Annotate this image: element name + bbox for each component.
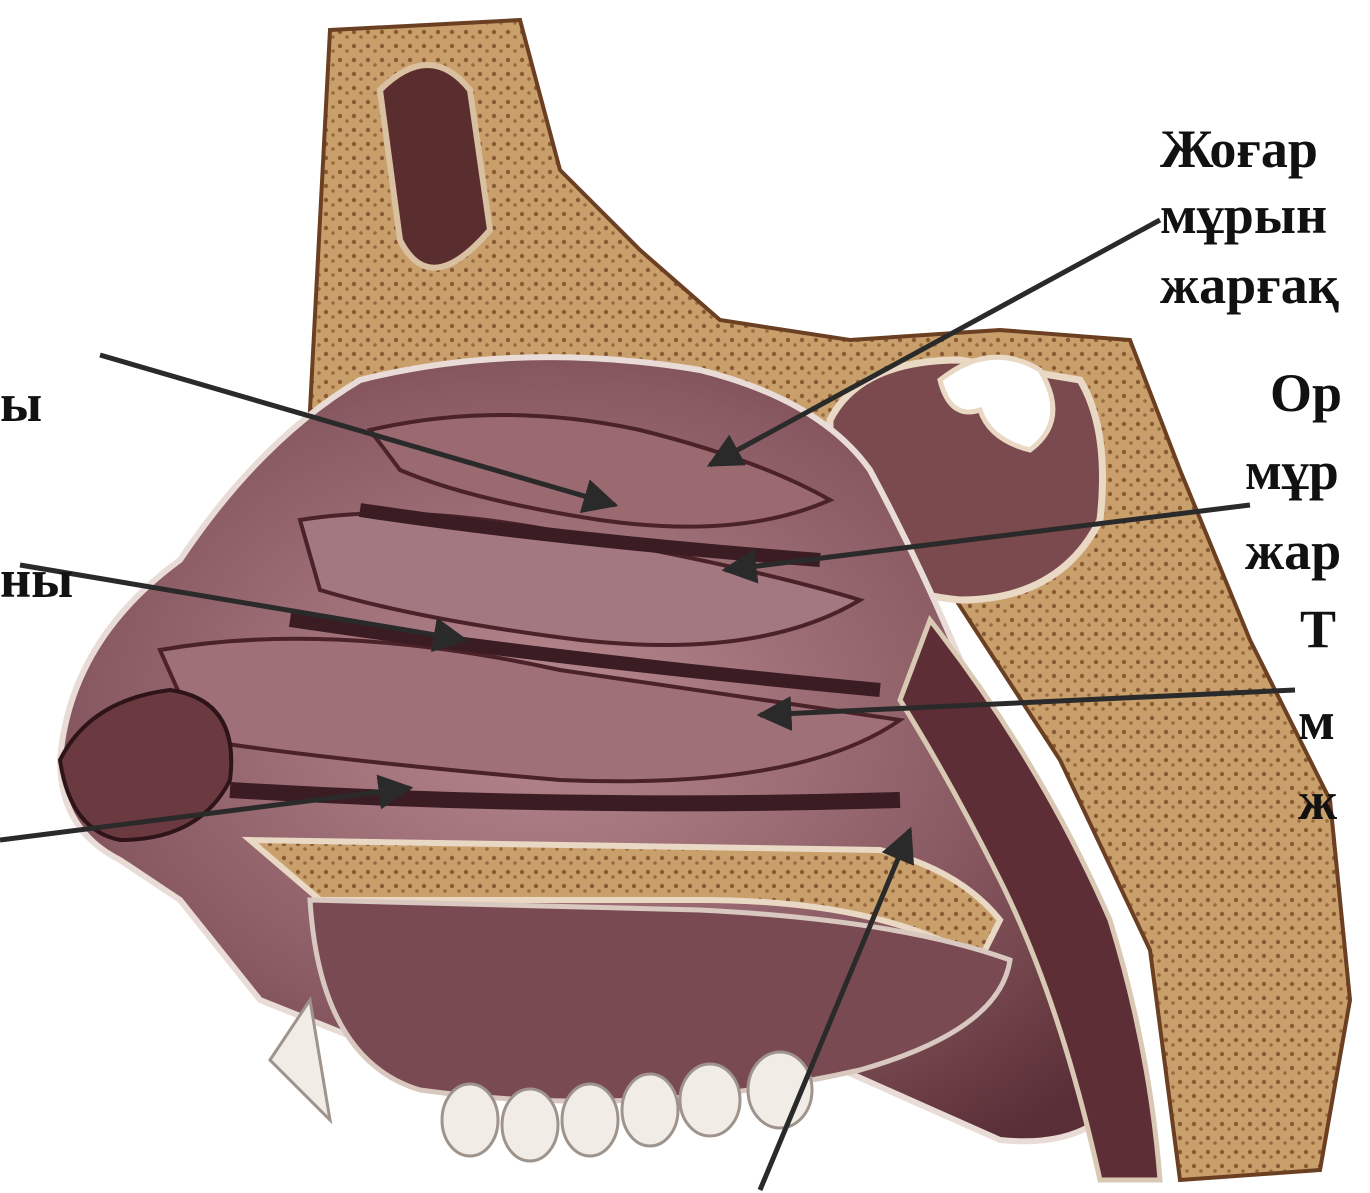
label-left-middle: ны bbox=[0, 548, 73, 610]
label-inferior-line3: ж bbox=[1298, 770, 1337, 832]
label-middle-line1: Ор bbox=[1270, 362, 1342, 424]
label-superior-line1: Жоғар bbox=[1160, 118, 1318, 180]
label-inferior-line1: Т bbox=[1300, 598, 1336, 660]
label-superior-line3: жарғақ bbox=[1160, 254, 1339, 316]
label-middle-line3: жар bbox=[1245, 520, 1341, 582]
label-superior-line2: мұрын bbox=[1160, 184, 1327, 246]
label-inferior-line2: м bbox=[1298, 690, 1335, 752]
label-middle-line2: мұр bbox=[1245, 440, 1339, 502]
label-left-upper: ы bbox=[0, 372, 42, 434]
